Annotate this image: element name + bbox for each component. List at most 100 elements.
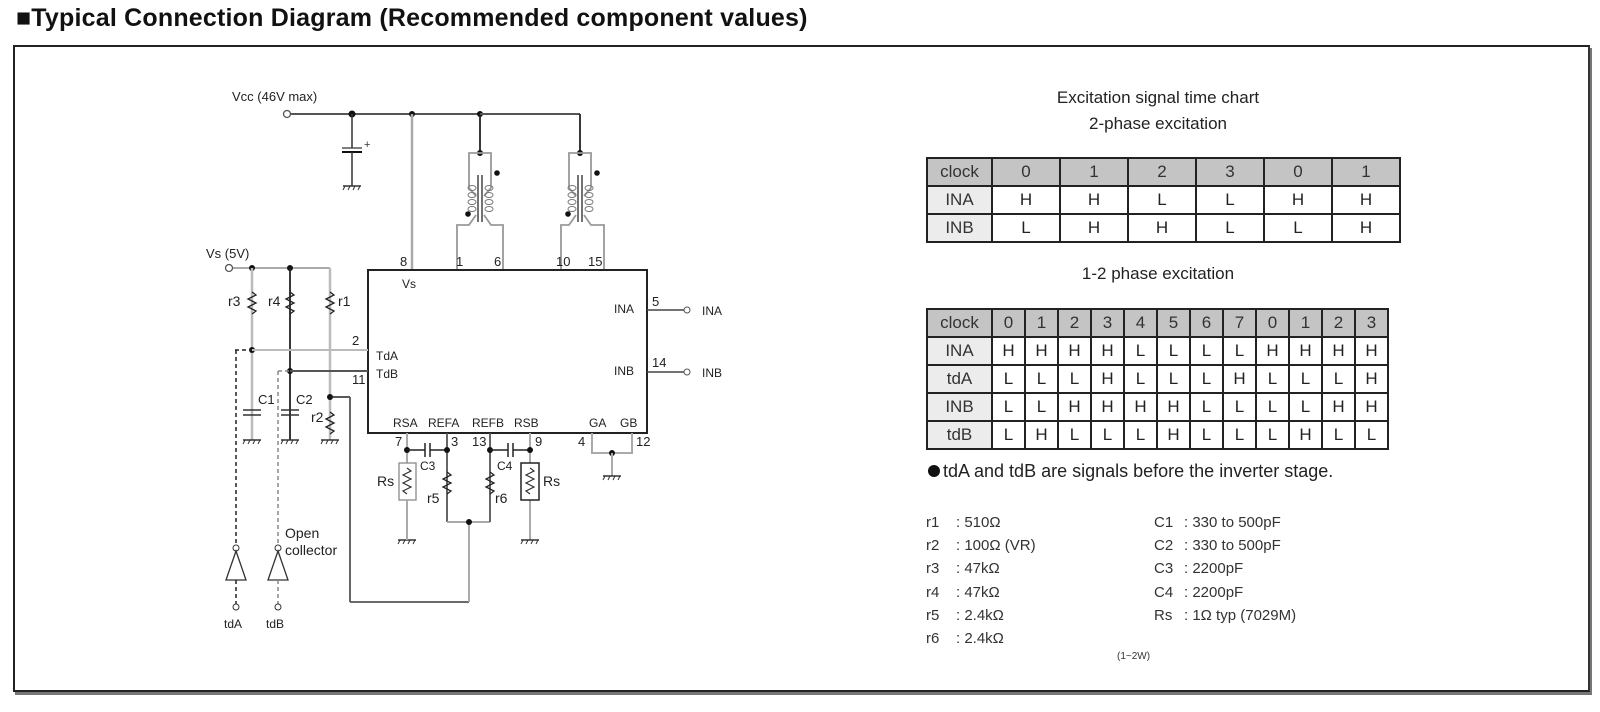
rs-b-label: Rs: [543, 473, 560, 489]
pin-9: 9: [535, 434, 542, 449]
r1-r2-branch: [320, 268, 470, 603]
capacitor-spec: C4: 2200pF: [1154, 584, 1243, 601]
table-cell: H: [1024, 420, 1059, 450]
table-cell: H: [991, 185, 1061, 215]
table-header-cell: 4: [1123, 308, 1158, 338]
table-cell: L: [991, 213, 1061, 243]
table-cell: L: [1255, 364, 1290, 394]
resistor-spec: r2: 100Ω (VR): [926, 537, 1036, 554]
resistor-spec: r4: 47kΩ: [926, 584, 1000, 601]
component-name: r5: [926, 606, 940, 624]
table-header-cell: 3: [1195, 157, 1265, 187]
c3-label: C3: [420, 459, 436, 473]
table-cell: L: [1189, 336, 1224, 366]
table-cell: H: [1057, 336, 1092, 366]
pin-2: 2: [352, 333, 359, 348]
component-name: r1: [926, 514, 940, 531]
table-cell: L: [1090, 420, 1125, 450]
r5-label: r5: [427, 490, 440, 506]
component-value: : 2200pF: [1184, 560, 1244, 578]
table-cell: L: [991, 392, 1026, 422]
ic-vs-label: Vs: [402, 277, 416, 291]
table-cell: H: [1127, 213, 1197, 243]
driver-ic: [367, 269, 648, 434]
ic-rsa-label: RSA: [393, 416, 418, 430]
r4-c2-branch: [280, 268, 300, 445]
table-cell: L: [1123, 336, 1158, 366]
table-cell: H: [1123, 392, 1158, 422]
component-name: r4: [926, 583, 940, 601]
table-header-cell: 2: [1321, 308, 1356, 338]
table-cell: H: [1321, 336, 1356, 366]
table-header-cell: 1: [1024, 308, 1059, 338]
table-cell: H: [1090, 364, 1125, 394]
table-cell: L: [1127, 185, 1197, 215]
table-row: INB L H H L L H: [926, 213, 1401, 243]
component-value: : 2.4kΩ: [956, 606, 1004, 624]
ic-tdb-label: TdB: [376, 367, 398, 381]
pin-12: 12: [636, 434, 650, 449]
pin-14: 14: [652, 355, 666, 370]
table-header-cell: 2: [1057, 308, 1092, 338]
table-header-cell: 2: [1127, 157, 1197, 187]
ic-inb-label: INB: [614, 364, 634, 378]
row-label-cell: INB: [926, 213, 993, 243]
table-cell: H: [1331, 213, 1401, 243]
table-header-cell: clock: [926, 157, 993, 187]
table-cell: L: [1189, 392, 1224, 422]
motor-coil-b: [480, 113, 605, 270]
component-value: : 510Ω: [956, 514, 1001, 531]
vcc-capacitor: +: [342, 114, 370, 191]
table-cell: H: [1288, 336, 1323, 366]
component-name: Rs: [1154, 606, 1173, 624]
table-cell: L: [1321, 420, 1356, 450]
vs-rail: [224, 263, 330, 273]
rs-power-note: (1~2W): [1117, 651, 1151, 662]
table-cell: L: [1255, 420, 1290, 450]
table-cell: L: [1288, 392, 1323, 422]
pin-6: 6: [494, 254, 501, 269]
table-cell: H: [991, 336, 1026, 366]
ic-ga-label: GA: [589, 416, 606, 430]
component-name: r6: [926, 630, 940, 647]
table-cell: L: [1189, 364, 1224, 394]
pin-4: 4: [578, 434, 585, 449]
table-cell: L: [1123, 420, 1158, 450]
table-header-cell: 3: [1090, 308, 1125, 338]
c4-label: C4: [497, 459, 513, 473]
capacitor-spec: Rs : 1Ω typ (7029M): [1154, 607, 1296, 624]
table-cell: L: [1024, 364, 1059, 394]
ic-refb-label: REFB: [472, 416, 504, 430]
r4-label: r4: [268, 293, 281, 309]
open-collector-label-2: collector: [285, 542, 337, 558]
row-label-cell: INA: [926, 185, 993, 215]
time-chart-title: Excitation signal time chart: [1056, 88, 1260, 107]
page-title: ■Typical Connection Diagram (Recommended…: [16, 4, 808, 32]
pin-11: 11: [352, 372, 366, 387]
table-cell: H: [1156, 392, 1191, 422]
resistor-spec: r1 : 510Ω: [926, 514, 1001, 531]
ext-inb-label: INB: [702, 366, 722, 380]
pin-7: 7: [395, 434, 402, 449]
table-cell: L: [991, 364, 1026, 394]
table-cell: L: [991, 420, 1026, 450]
table-header-cell: 1: [1059, 157, 1129, 187]
pin-3: 3: [451, 434, 458, 449]
table-header-cell: 1: [1288, 308, 1323, 338]
component-value: : 330 to 500pF: [1184, 537, 1281, 555]
row-label-cell: INB: [926, 392, 993, 422]
pin-10: 10: [556, 254, 570, 269]
table-cell: L: [1354, 420, 1389, 450]
table-cell: H: [1288, 420, 1323, 450]
component-value: : 1Ω typ (7029M): [1184, 606, 1297, 624]
inb-terminal: [647, 368, 691, 376]
c1-label: C1: [258, 392, 275, 407]
ic-ina-label: INA: [614, 302, 634, 316]
capacitor-spec: C3: 2200pF: [1154, 560, 1243, 577]
tda-input-label: tdA: [224, 617, 242, 631]
